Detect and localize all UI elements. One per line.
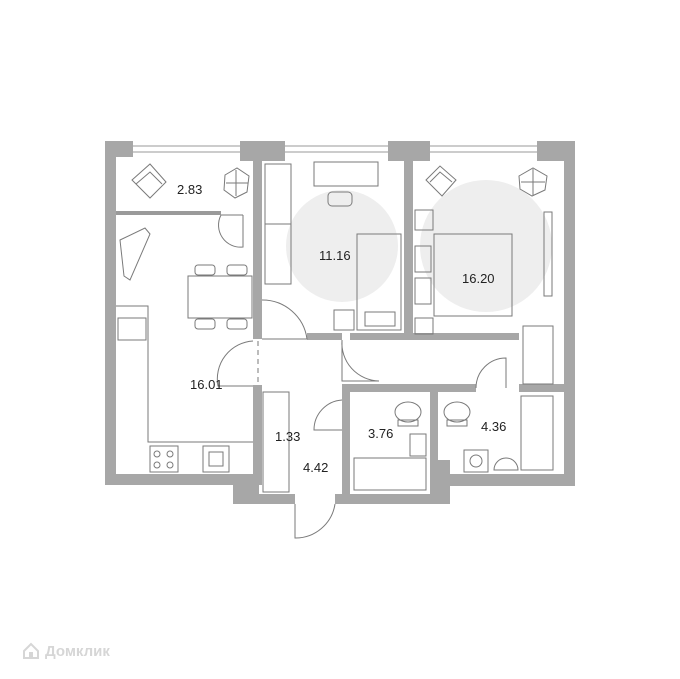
tv-icon [119,227,151,281]
kitchen-counter [116,305,253,443]
door-small-bedroom [261,299,308,340]
furniture [116,161,554,493]
sink-icon [493,457,519,471]
area-label-small-bedroom: 11.16 [319,248,351,263]
area-label-balcony: 2.83 [177,182,203,197]
wall-small-bedroom-left [253,161,262,339]
door-bath2 [475,357,507,389]
wall-hall-left [253,385,262,485]
door-bath1 [313,399,343,431]
wall-bath1-left [342,392,350,504]
bedroom-armchair-icon [425,165,457,197]
door-balcony [218,214,244,248]
wall-right [564,141,575,486]
nightstand-icon [414,209,434,231]
wall-bath2-top-right [519,384,565,392]
balcony-armchair-icon [131,163,167,199]
wall-bottom-pillar-2 [430,460,450,504]
wall-bath1-right [430,392,438,462]
area-label-kitchen: 16.01 [190,377,223,392]
sink-icon [409,433,427,457]
chair-icon [194,264,216,276]
wall-bottom-kitchen [105,474,259,485]
wall-bedroom-bottom-1 [307,333,342,340]
wall-top-pillar-2 [388,141,430,161]
chair-icon [194,318,216,330]
wall-bedroom-bottom-2 [350,333,519,340]
wall-between-bedrooms [404,161,413,339]
wall-bath-top [342,384,476,392]
bed-small-icon [356,233,402,331]
doors [216,214,507,539]
area-label-large-bedroom: 16.20 [462,271,495,286]
area-label-wardrobe: 1.33 [275,429,301,444]
wall-bottom-bath1 [335,494,440,504]
plant-icon-bedroom [518,167,548,197]
zone-circle-small-bedroom [286,190,398,302]
door-corridor [341,339,380,382]
fridge-icon [117,317,147,341]
bathtub-icon [353,457,427,491]
wardrobe-large-bedroom [522,325,554,385]
toilet-icon [394,401,422,423]
walls [105,141,575,504]
plant-icon-balcony [223,167,250,199]
watermark: Домклик [22,642,110,660]
wall-top-pillar-1 [240,141,285,161]
desk-chair-icon [327,191,353,207]
wall-balcony [116,211,221,215]
nightstand-icon [414,317,434,335]
washing-machine-icon [463,449,489,473]
area-label-hallway: 4.42 [303,460,329,475]
dining-table-icon [187,275,253,319]
wall-left [105,141,116,485]
stove-icon [149,445,179,473]
toilet-icon [443,401,471,423]
area-label-bathroom-1: 3.76 [368,426,394,441]
chair-icon [226,318,248,330]
wall-bottom-bath2 [430,474,575,486]
wardrobe-hall [262,391,290,493]
tv-wall-icon [543,211,553,297]
door-kitchen [216,340,254,387]
desk-icon [313,161,379,187]
double-bed-icon [433,233,513,317]
domclick-house-logo [23,642,39,659]
watermark-text: Домклик [45,642,110,660]
area-label-bathroom-2: 4.36 [481,419,507,434]
bathtub-icon [520,395,554,471]
door-entrance [294,503,336,539]
wall-bottom-hall-left [233,494,295,504]
zone-circle-large-bedroom [420,180,552,312]
nightstand-icon [333,309,355,331]
chair-icon [226,264,248,276]
bedroom-zones [286,180,552,312]
sink-icon [202,445,230,473]
